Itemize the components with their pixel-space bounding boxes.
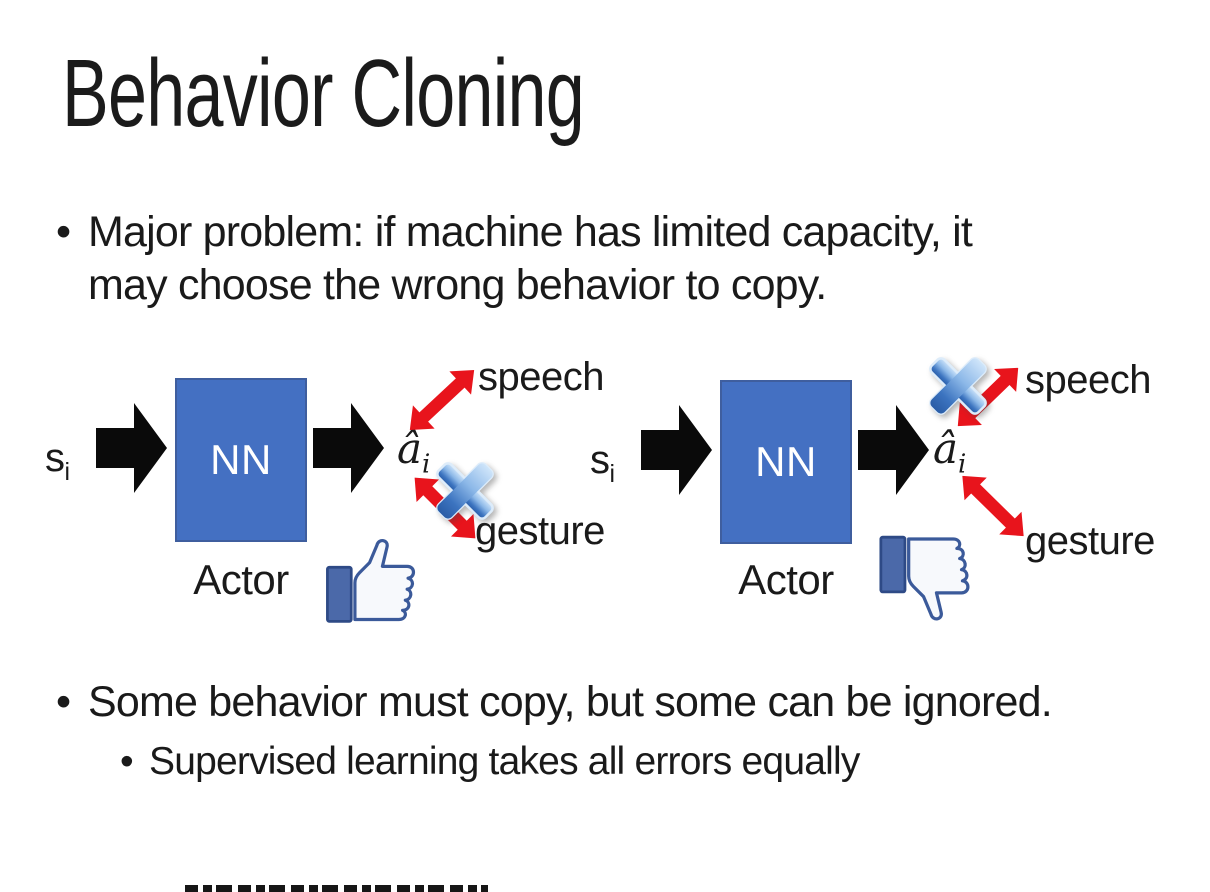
- left-output-sub: i: [422, 449, 431, 480]
- right-cross-icon: [929, 357, 987, 415]
- bullet-major-problem-text: Major problem: if machine has limited ca…: [56, 206, 973, 312]
- left-nn-label: NN: [210, 436, 272, 483]
- left-input-label: si: [45, 436, 70, 487]
- right-output-sub: i: [958, 449, 967, 480]
- left-nn-box: NN: [175, 378, 307, 542]
- bullet-marker: •: [120, 740, 134, 783]
- right-nn-box: NN: [720, 380, 852, 544]
- left-output-main: â: [397, 424, 423, 473]
- page-title: Behavior Cloning: [62, 40, 585, 147]
- bullet-major-problem: • Major problem: if machine has limited …: [56, 206, 973, 312]
- bullet-some-behavior-text: Some behavior must copy, but some can be…: [88, 678, 1053, 726]
- left-speech-relation-arrow-icon: [409, 369, 475, 431]
- right-input-label: si: [590, 438, 615, 489]
- right-flow-arrow-2-icon: [858, 405, 929, 495]
- left-input-main: s: [45, 436, 65, 480]
- left-gesture-label: gesture: [475, 509, 605, 553]
- sub-bullet-text: Supervised learning takes all errors equ…: [149, 740, 860, 783]
- clipped-bottom-text: [185, 885, 488, 892]
- right-gesture-relation-arrow-icon: [962, 475, 1024, 537]
- left-output-label: âi: [397, 424, 430, 479]
- left-flow-arrow-1-icon: [96, 403, 167, 493]
- right-output-label: âi: [933, 424, 966, 479]
- right-nn-label: NN: [755, 438, 817, 485]
- right-gesture-label: gesture: [1025, 519, 1155, 563]
- bullet-line-2: may choose the wrong behavior to copy.: [88, 261, 827, 309]
- right-speech-label: speech: [1025, 358, 1151, 402]
- thumbs-down-icon: [879, 535, 970, 621]
- left-flow-arrow-2-icon: [313, 403, 384, 493]
- left-speech-label: speech: [478, 355, 604, 399]
- thumbs-up-icon: [326, 539, 416, 623]
- bullet-marker: •: [56, 208, 71, 256]
- right-input-main: s: [590, 438, 610, 482]
- right-flow-arrow-1-icon: [641, 405, 712, 495]
- right-actor-label: Actor: [738, 556, 834, 603]
- sub-bullet-supervised-learning: • Supervised learning takes all errors e…: [120, 738, 860, 786]
- left-input-sub: i: [64, 459, 71, 486]
- bullet-marker: •: [56, 678, 71, 726]
- bullet-some-behavior: • Some behavior must copy, but some can …: [56, 676, 1053, 729]
- left-cross-icon: [436, 462, 494, 520]
- bullet-line-1: Major problem: if machine has limited ca…: [88, 208, 973, 256]
- right-input-sub: i: [609, 461, 616, 488]
- left-actor-label: Actor: [193, 556, 289, 603]
- right-output-main: â: [933, 424, 959, 473]
